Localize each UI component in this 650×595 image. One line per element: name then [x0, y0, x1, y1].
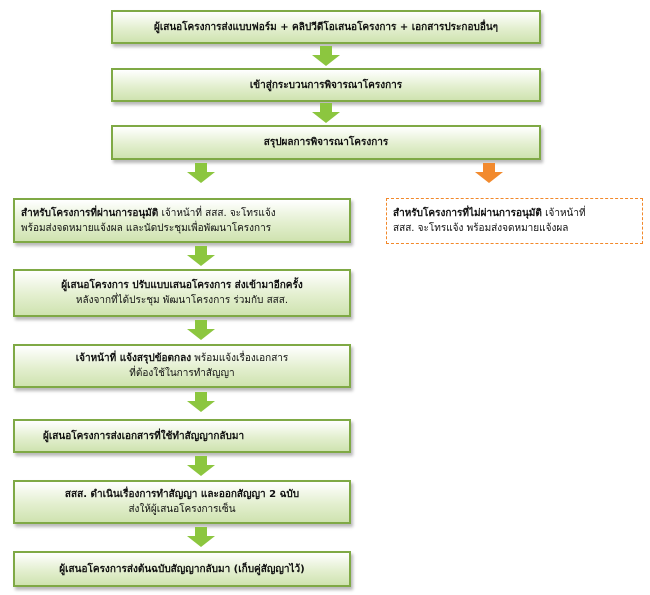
rejected-text-2: สสส. จะโทรแจ้ง พร้อมส่งจดหมายแจ้งผล [393, 223, 569, 234]
step-submit-proposal: ผู้เสนอโครงการส่งแบบฟอร์ม + คลิปวีดีโอเส… [111, 10, 541, 44]
arrow-down-icon [187, 320, 215, 340]
agreement-summary-heading: เจ้าหน้าที่ แจ้งสรุปข้อตกลง [75, 353, 192, 364]
approved-text-2: พร้อมส่งจดหมายแจ้งผล และนัดประชุมเพื่อพั… [21, 222, 272, 234]
return-contract-label: ผู้เสนอโครงการส่งต้นฉบับสัญญากลับมา (เก็… [59, 563, 305, 575]
step-revise-proposal: ผู้เสนอโครงการ ปรับแบบเสนอโครงการ ส่งเข้… [13, 269, 351, 317]
contract-issue-text: ส่งให้ผู้เสนอโครงการเซ็น [128, 504, 236, 515]
step-rejected: สำหรับโครงการที่ไม่ผ่านการอนุมัติ เจ้าหน… [386, 198, 643, 244]
step-review-summary-label: สรุปผลการพิจารณาโครงการ [263, 137, 389, 148]
arrow-down-icon [312, 46, 340, 66]
agreement-summary-text-1: พร้อมแจ้งเรื่องเอกสาร [191, 353, 289, 364]
approved-text-1: เจ้าหน้าที่ สสส. จะโทรแจ้ง [158, 207, 276, 219]
arrow-down-icon [187, 527, 215, 547]
step-submit-proposal-label: ผู้เสนอโครงการส่งแบบฟอร์ม + คลิปวีดีโอเส… [153, 21, 499, 33]
step-review-summary: สรุปผลการพิจารณาโครงการ [111, 125, 541, 160]
step-approved: สำหรับโครงการที่ผ่านการอนุมัติ เจ้าหน้าท… [13, 198, 351, 243]
arrow-down-orange-icon [475, 163, 503, 183]
rejected-heading: สำหรับโครงการที่ไม่ผ่านการอนุมัติ [393, 208, 542, 219]
revise-proposal-heading: ผู้เสนอโครงการ ปรับแบบเสนอโครงการ ส่งเข้… [61, 280, 303, 291]
rejected-text-1: เจ้าหน้าที่ [541, 208, 586, 219]
contract-issue-heading: สสส. ดำเนินเรื่องการทำสัญญา และออกสัญญา … [64, 489, 300, 500]
step-send-documents: ผู้เสนอโครงการส่งเอกสารที่ใช้ทำสัญญากลับ… [13, 419, 351, 453]
agreement-summary-text-2: ที่ต้องใช้ในการทำสัญญา [129, 368, 235, 379]
approved-heading: สำหรับโครงการที่ผ่านการอนุมัติ [21, 207, 159, 219]
arrow-down-icon [187, 246, 215, 266]
step-return-contract: ผู้เสนอโครงการส่งต้นฉบับสัญญากลับมา (เก็… [13, 551, 351, 587]
arrow-down-icon [312, 103, 340, 123]
revise-proposal-text: หลังจากที่ได้ประชุม พัฒนาโครงการ ร่วมกับ… [75, 295, 289, 306]
step-agreement-summary: เจ้าหน้าที่ แจ้งสรุปข้อตกลง พร้อมแจ้งเรื… [13, 344, 351, 388]
step-review-process-label: เข้าสู่กระบวนการพิจารณาโครงการ [249, 79, 403, 91]
arrow-down-icon [187, 392, 215, 412]
arrow-down-icon [187, 456, 215, 476]
step-review-process: เข้าสู่กระบวนการพิจารณาโครงการ [111, 68, 541, 102]
arrow-down-icon [187, 163, 215, 183]
step-contract-issue: สสส. ดำเนินเรื่องการทำสัญญา และออกสัญญา … [13, 480, 351, 524]
send-documents-label: ผู้เสนอโครงการส่งเอกสารที่ใช้ทำสัญญากลับ… [43, 430, 245, 442]
